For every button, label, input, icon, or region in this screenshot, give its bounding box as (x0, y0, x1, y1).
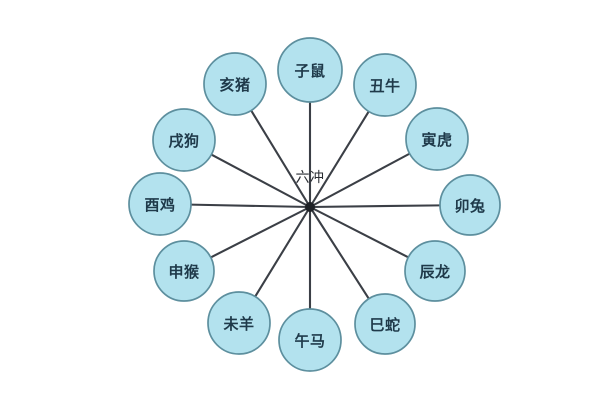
node-label-si-she: 巳蛇 (369, 316, 400, 334)
node-label-mao-tu: 卯兔 (454, 197, 485, 215)
zodiac-node-wei-yang[interactable]: 未羊 (207, 291, 271, 355)
node-label-chen-long: 辰龙 (419, 263, 450, 281)
node-label-xu-gou: 戌狗 (168, 132, 199, 150)
spoke-line-yin-hu (308, 152, 411, 209)
node-label-zi-shu: 子鼠 (294, 62, 325, 80)
node-label-hai-zhu: 亥猪 (219, 76, 250, 94)
hub-label: 六冲 (296, 170, 325, 186)
spoke-line-mao-tu (308, 204, 442, 209)
spoke-line-you-ji (189, 203, 312, 209)
node-circle-si-she[interactable] (354, 293, 416, 355)
zodiac-node-si-she[interactable]: 巳蛇 (354, 293, 416, 355)
node-circle-chen-long[interactable] (404, 240, 466, 302)
spoke-line-xu-gou (210, 153, 312, 209)
node-label-wu-ma: 午马 (294, 332, 325, 350)
node-circle-xu-gou[interactable] (152, 108, 216, 172)
node-label-shen-hou: 申猴 (168, 263, 200, 281)
zodiac-node-xu-gou[interactable]: 戌狗 (152, 108, 216, 172)
zodiac-node-you-ji[interactable]: 酉鸡 (128, 172, 192, 236)
node-circle-zi-shu[interactable] (277, 37, 343, 103)
node-circle-you-ji[interactable] (128, 172, 192, 236)
node-label-you-ji: 酉鸡 (144, 196, 175, 214)
spoke-line-chen-long (308, 205, 410, 259)
spoke-line-chou-niu (308, 110, 370, 209)
spoke-line-si-she (308, 205, 370, 300)
zodiac-node-chen-long[interactable]: 辰龙 (404, 240, 466, 302)
node-circle-yin-hu[interactable] (405, 107, 469, 171)
node-circle-hai-zhu[interactable] (203, 52, 267, 116)
zodiac-node-chou-niu[interactable]: 丑牛 (353, 53, 417, 117)
zodiac-node-shen-hou[interactable]: 申猴 (153, 240, 215, 302)
node-label-chou-niu: 丑牛 (369, 77, 400, 95)
node-label-yin-hu: 寅虎 (421, 131, 452, 149)
node-circle-wei-yang[interactable] (207, 291, 271, 355)
spoke-line-hai-zhu (250, 109, 312, 209)
node-circle-mao-tu[interactable] (439, 174, 501, 236)
zodiac-node-zi-shu[interactable]: 子鼠 (277, 37, 343, 103)
spoke-line-wei-yang (254, 205, 312, 298)
node-circle-shen-hou[interactable] (153, 240, 215, 302)
spoke-line-shen-hou (209, 205, 312, 259)
zodiac-node-mao-tu[interactable]: 卯兔 (439, 174, 501, 236)
node-circle-wu-ma[interactable] (278, 308, 342, 372)
node-label-wei-yang: 未羊 (222, 315, 254, 333)
zodiac-node-hai-zhu[interactable]: 亥猪 (203, 52, 267, 116)
zodiac-node-yin-hu[interactable]: 寅虎 (405, 107, 469, 171)
hub-center-dot (305, 202, 315, 212)
spokes-group (189, 100, 442, 311)
zodiac-node-wu-ma[interactable]: 午马 (278, 308, 342, 372)
node-circle-chou-niu[interactable] (353, 53, 417, 117)
